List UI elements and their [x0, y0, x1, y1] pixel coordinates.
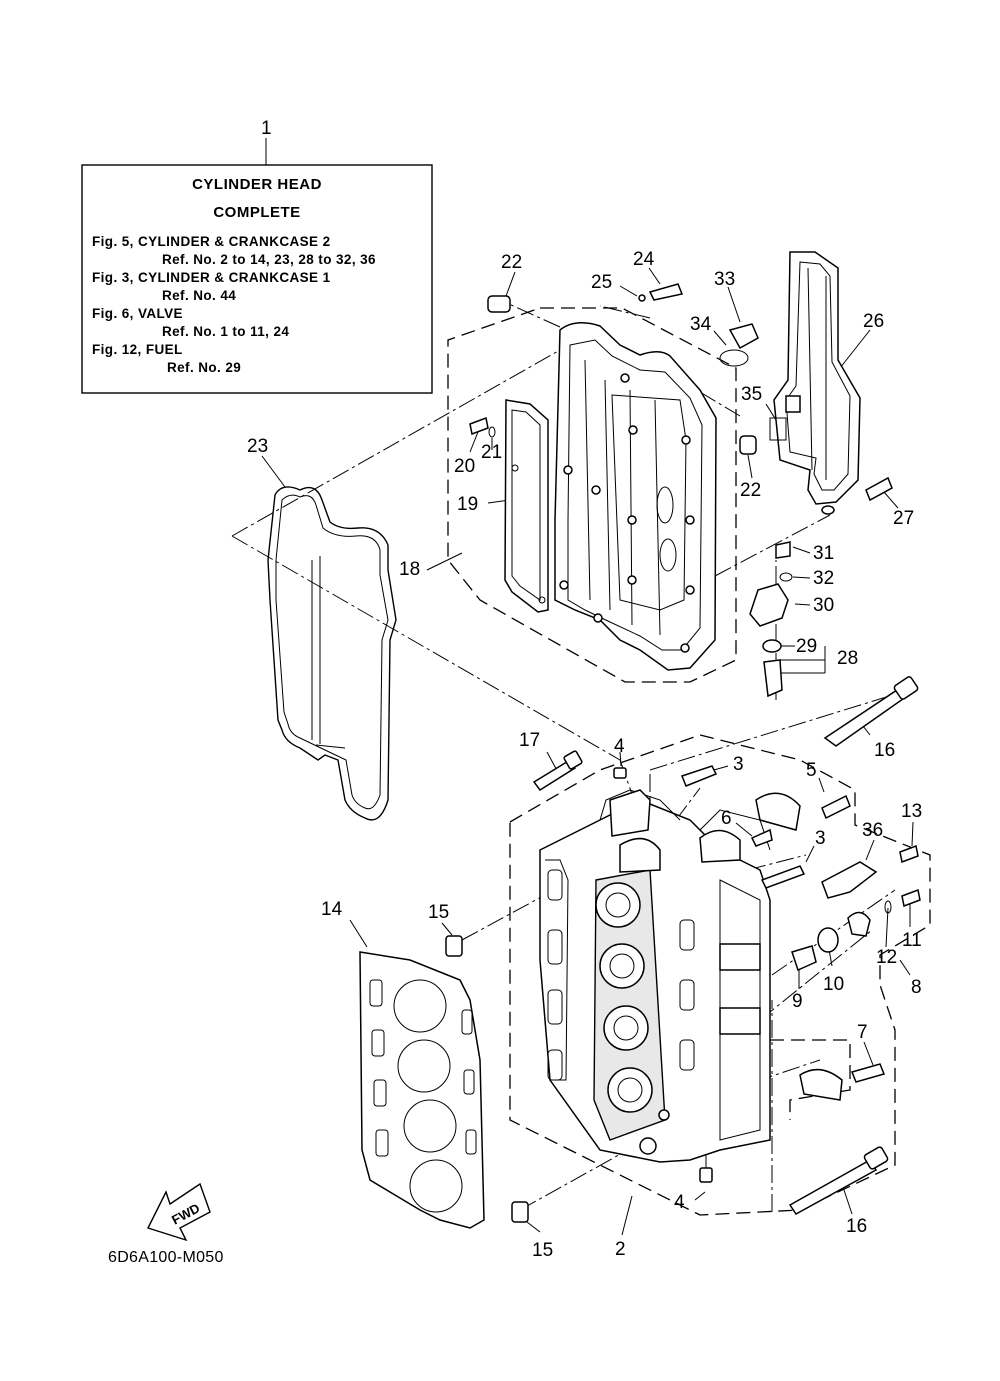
callout-8: 8 [911, 977, 922, 998]
fwd-label: FWD [169, 1200, 202, 1227]
callout-10: 10 [823, 974, 844, 995]
small-hardware-head [445, 765, 921, 1223]
callout-6: 6 [721, 808, 732, 829]
cylinder-head-gasket [359, 951, 485, 1229]
callout-26: 26 [863, 311, 884, 332]
exhaust-cover-plate [769, 251, 893, 515]
small-hardware-top [469, 283, 759, 455]
callout-12: 12 [876, 947, 897, 968]
callout-17: 17 [519, 730, 540, 751]
info-box-line-6: Ref. No. 1 to 11, 24 [162, 324, 289, 339]
callout-15b: 15 [532, 1240, 553, 1261]
callout-20: 20 [454, 456, 475, 477]
callout-11: 11 [902, 930, 922, 951]
callout-25: 25 [591, 272, 612, 293]
info-box-title-1: CYLINDER HEAD [192, 176, 322, 193]
callout-5: 5 [806, 760, 817, 781]
callout-29: 29 [796, 636, 817, 657]
callout-28: 28 [837, 648, 858, 669]
info-box-line-7: Fig. 12, FUEL [92, 342, 183, 357]
callout-13: 13 [901, 801, 922, 822]
info-box-title-2: COMPLETE [213, 204, 300, 221]
info-box-line-2: Ref. No. 2 to 14, 23, 28 to 32, 36 [162, 252, 376, 267]
callout-16b: 16 [846, 1216, 867, 1237]
thermo-sensor-assembly [749, 541, 793, 698]
callout-14: 14 [321, 899, 343, 920]
callout-22b: 22 [740, 480, 761, 501]
cylinder-head [539, 789, 771, 1163]
callout-labels: 1 2 3 3 4 4 5 6 7 8 9 10 11 12 13 14 15 … [247, 118, 922, 1261]
diagram-code: 6D6A100-M050 [108, 1249, 224, 1266]
callout-31: 31 [813, 543, 834, 564]
callout-15a: 15 [428, 902, 449, 923]
bolts-long [532, 676, 919, 1215]
callout-30: 30 [813, 595, 834, 616]
callout-19: 19 [457, 494, 478, 515]
info-box-line-4: Ref. No. 44 [162, 288, 236, 303]
callout-27: 27 [893, 508, 914, 529]
info-box: CYLINDER HEAD COMPLETE Fig. 5, CYLINDER … [81, 138, 433, 394]
group-outlines [447, 307, 931, 1216]
callout-21: 21 [481, 442, 502, 463]
info-box-line-5: Fig. 6, VALVE [92, 306, 183, 321]
callout-16a: 16 [874, 740, 895, 761]
callout-35: 35 [741, 384, 762, 405]
callout-7: 7 [857, 1022, 868, 1043]
callout-34: 34 [690, 314, 712, 335]
callout-4a: 4 [614, 736, 625, 757]
callout-32: 32 [813, 568, 834, 589]
callout-2: 2 [615, 1239, 626, 1260]
callout-1: 1 [261, 118, 272, 139]
callout-18: 18 [399, 559, 420, 580]
info-box-line-8: Ref. No. 29 [167, 360, 241, 375]
info-box-line-1: Fig. 5, CYLINDER & CRANKCASE 2 [92, 234, 331, 249]
callout-3b: 3 [815, 828, 826, 849]
breather-plate [504, 399, 549, 613]
fwd-arrow-icon: FWD [147, 1182, 211, 1242]
callout-3a: 3 [733, 754, 744, 775]
cylinder-head-cover [554, 322, 717, 671]
callout-36: 36 [862, 820, 883, 841]
callout-22a: 22 [501, 252, 522, 273]
callout-23: 23 [247, 436, 268, 457]
callout-4b: 4 [674, 1192, 685, 1213]
callout-9: 9 [792, 991, 803, 1012]
cylinder-head-cover-gasket [267, 486, 397, 821]
callout-33: 33 [714, 269, 735, 290]
callout-24: 24 [633, 249, 655, 270]
info-box-line-3: Fig. 3, CYLINDER & CRANKCASE 1 [92, 270, 331, 285]
